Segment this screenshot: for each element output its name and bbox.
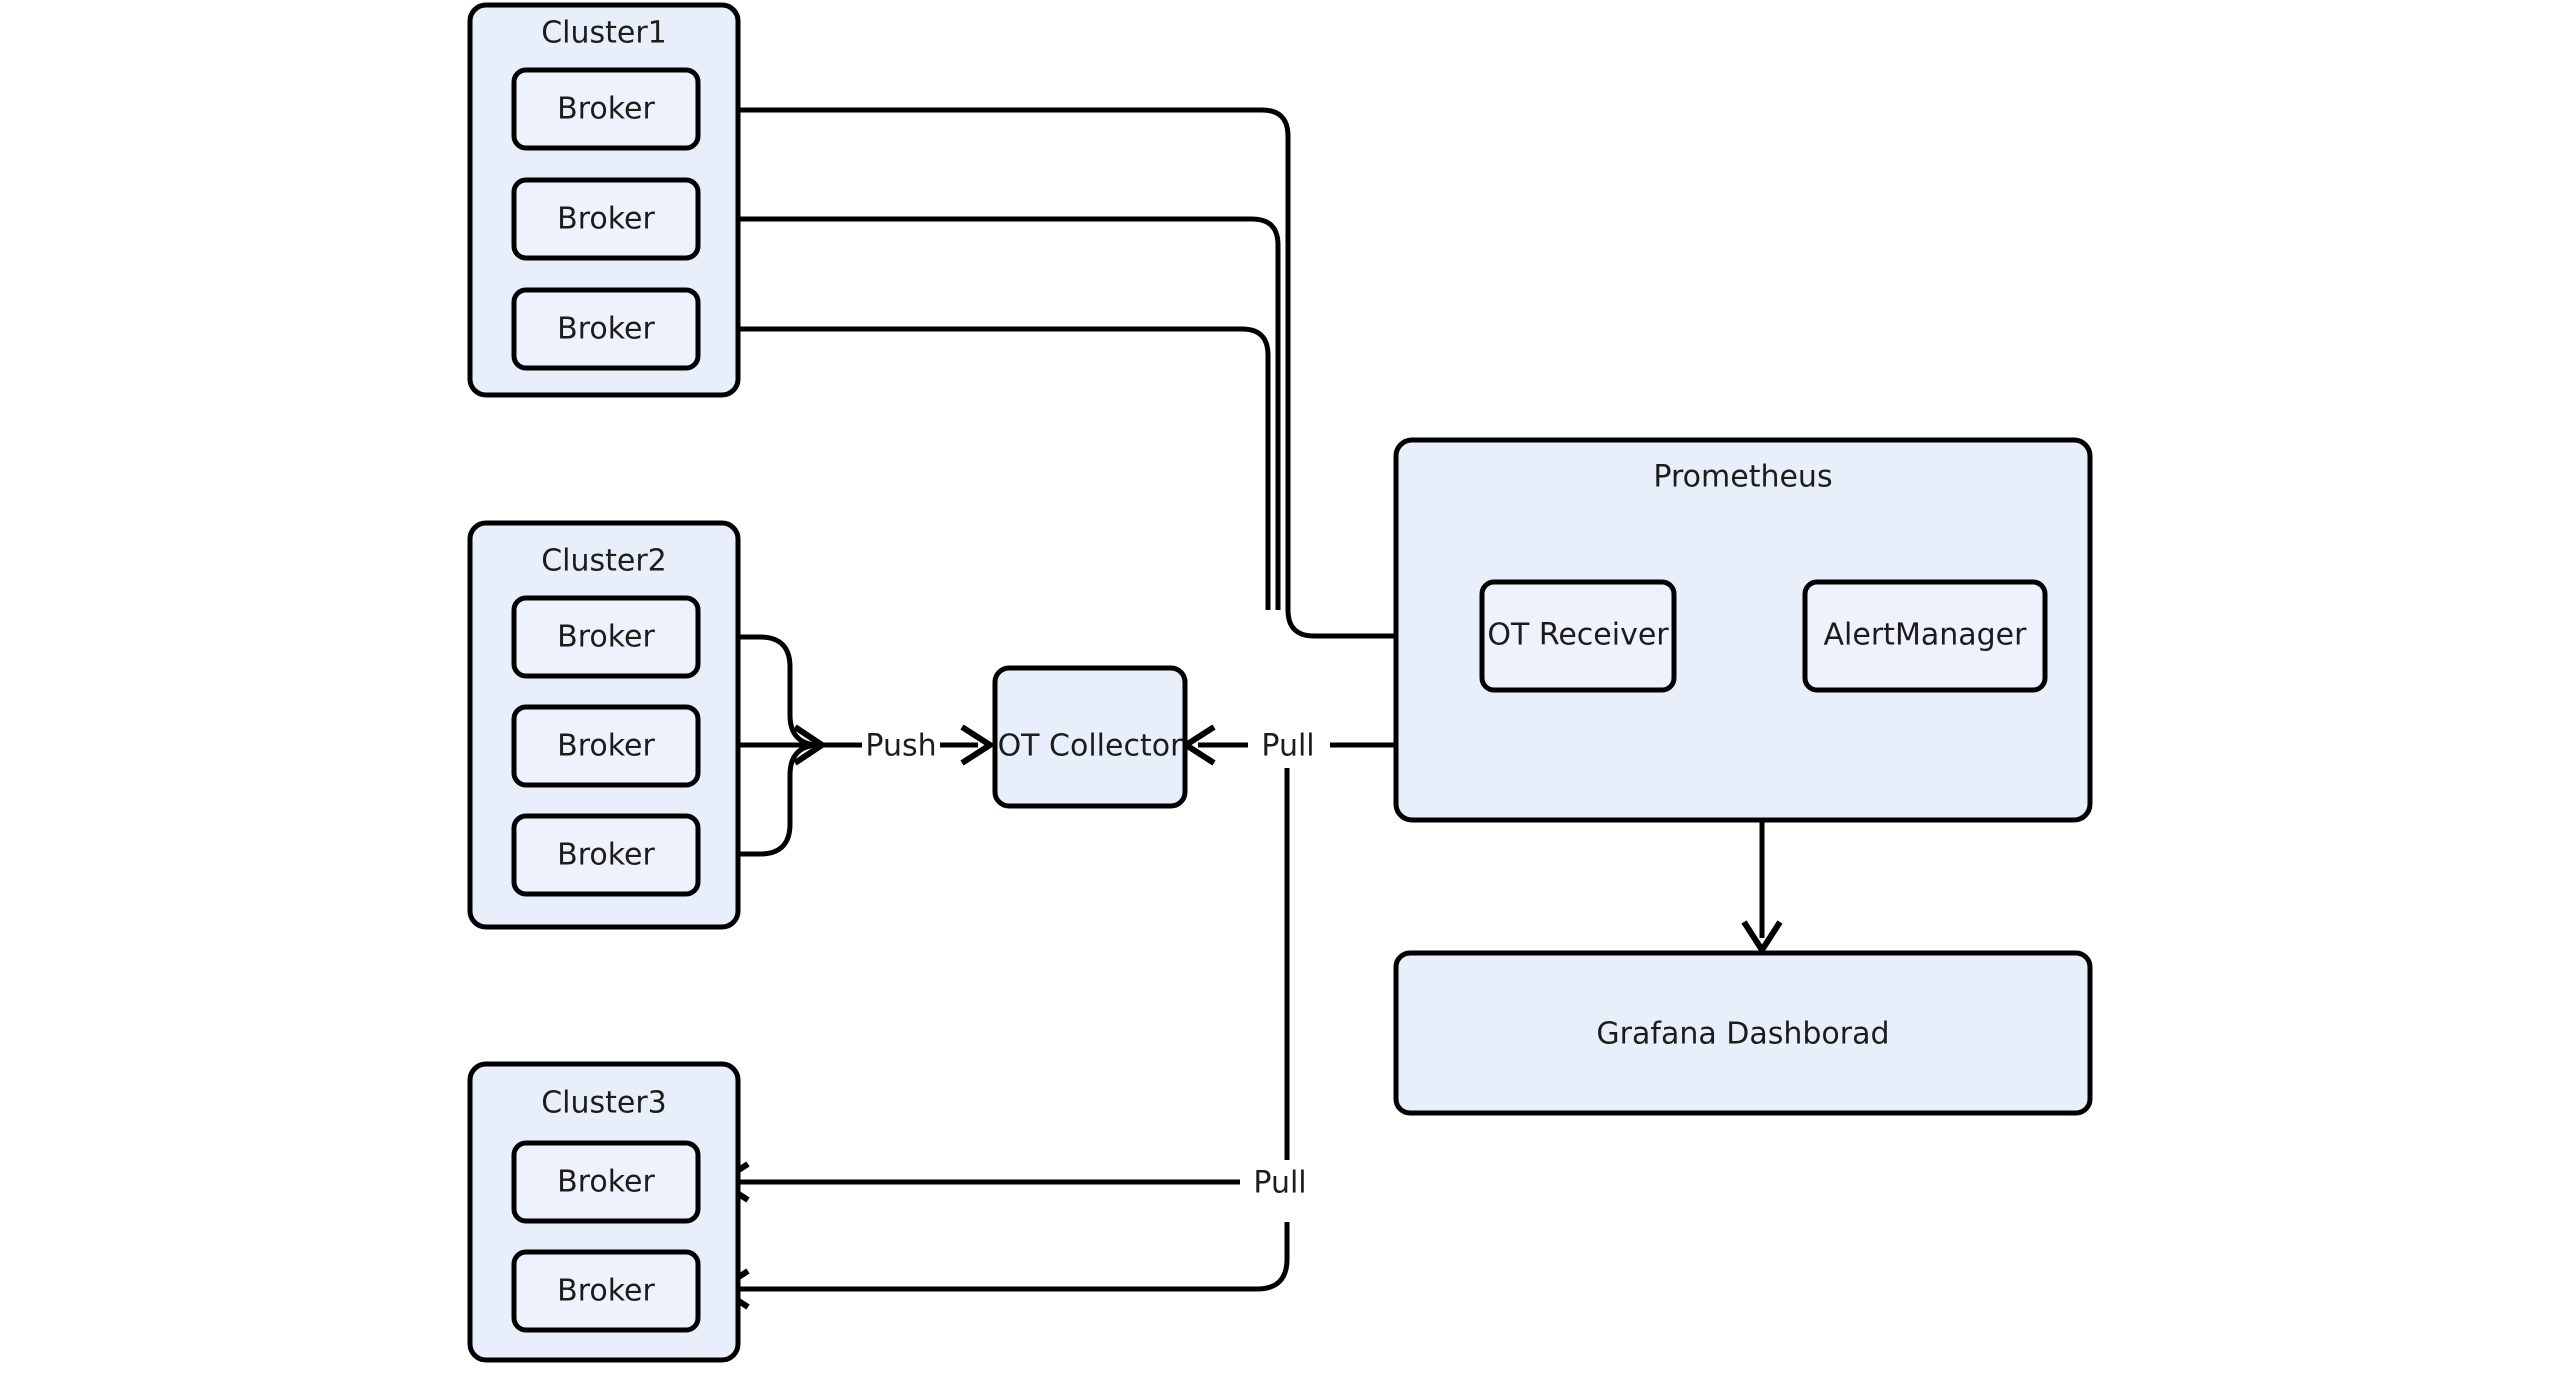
cluster2-broker-2[interactable]: Broker <box>511 704 701 788</box>
broker-box[interactable] <box>511 177 701 261</box>
edge-cluster2-broker1-to-merge <box>700 634 821 748</box>
cluster2-label: Cluster2 <box>541 544 667 579</box>
cluster1-broker-2[interactable]: Broker <box>511 177 701 261</box>
push-label-plate <box>862 722 940 768</box>
edge-cluster1-broker1-to-otreceiver <box>740 107 1480 639</box>
alertmanager-group[interactable]: AlertManager <box>1802 579 2048 693</box>
broker-box[interactable] <box>511 595 701 679</box>
broker-box[interactable] <box>511 67 701 151</box>
grafana-group[interactable]: Grafana Dashborad <box>1393 950 2093 1116</box>
broker-label: Broker <box>557 1274 655 1309</box>
cluster2-broker-1[interactable]: Broker <box>511 595 701 679</box>
push-label-group: Push <box>862 722 940 768</box>
edge-cluster1-broker3-to-otreceiver <box>740 326 1271 610</box>
ot-receiver-group[interactable]: OT Receiver <box>1479 579 1677 693</box>
prometheus-label: Prometheus <box>1653 460 1832 495</box>
grafana-label: Grafana Dashborad <box>1596 1017 1889 1052</box>
alertmanager-box[interactable] <box>1802 579 2048 693</box>
pull-collector-label: Pull <box>1261 729 1314 764</box>
alertmanager-label: AlertManager <box>1824 618 2028 653</box>
prometheus-group[interactable]: Prometheus OT Receiver AlertManager <box>1393 437 2093 823</box>
cluster1-broker-1[interactable]: Broker <box>511 67 701 151</box>
ot-collector-box[interactable] <box>992 665 1188 809</box>
cluster2-broker-3[interactable]: Broker <box>511 813 701 897</box>
cluster2-group[interactable]: Cluster2 Broker Broker Broker <box>467 520 741 930</box>
pull-collector-label-group: Pull <box>1248 722 1328 768</box>
cluster1-group[interactable]: Cluster1 Broker Broker Broker <box>467 2 741 398</box>
edge-cluster2-broker3-to-merge <box>700 742 821 857</box>
arrowhead-into-grafana <box>1741 920 1783 956</box>
pull-cluster3-label-plate <box>1240 1160 1320 1206</box>
broker-label: Broker <box>557 92 655 127</box>
broker-label: Broker <box>557 838 655 873</box>
ot-collector-group[interactable]: OT Collector <box>992 665 1188 809</box>
cluster1-broker-3[interactable]: Broker <box>511 287 701 371</box>
broker-box[interactable] <box>511 287 701 371</box>
pull-collector-label-plate <box>1248 722 1328 768</box>
cluster3-group[interactable]: Cluster3 Broker Broker <box>467 1061 741 1363</box>
grafana-box[interactable] <box>1393 950 2093 1116</box>
broker-label: Broker <box>557 729 655 764</box>
cluster3-broker-1[interactable]: Broker <box>511 1140 701 1224</box>
ot-receiver-label: OT Receiver <box>1487 618 1669 653</box>
ot-receiver-box[interactable] <box>1479 579 1677 693</box>
prometheus-box[interactable] <box>1393 437 2093 823</box>
pull-cluster3-label: Pull <box>1253 1166 1306 1201</box>
broker-box[interactable] <box>511 704 701 788</box>
broker-label: Broker <box>557 1165 655 1200</box>
edge-labels-layer: Push Pull Pull <box>862 722 1328 1206</box>
broker-box[interactable] <box>511 1249 701 1333</box>
pull-cluster3-label-group: Pull <box>1240 1160 1320 1206</box>
ot-collector-label: OT Collector <box>998 729 1184 764</box>
cluster3-label: Cluster3 <box>541 1086 667 1121</box>
cluster1-label: Cluster1 <box>541 16 667 51</box>
edge-cluster1-broker2-to-otreceiver <box>740 216 1281 610</box>
broker-box[interactable] <box>511 813 701 897</box>
cluster3-broker-2[interactable]: Broker <box>511 1249 701 1333</box>
broker-label: Broker <box>557 202 655 237</box>
edge-pull-trunk-to-cluster3-broker2 <box>730 1222 1290 1292</box>
broker-label: Broker <box>557 312 655 347</box>
arrowhead-into-ot-collector <box>960 724 996 766</box>
broker-label: Broker <box>557 620 655 655</box>
broker-box[interactable] <box>511 1140 701 1224</box>
push-label: Push <box>865 729 936 764</box>
